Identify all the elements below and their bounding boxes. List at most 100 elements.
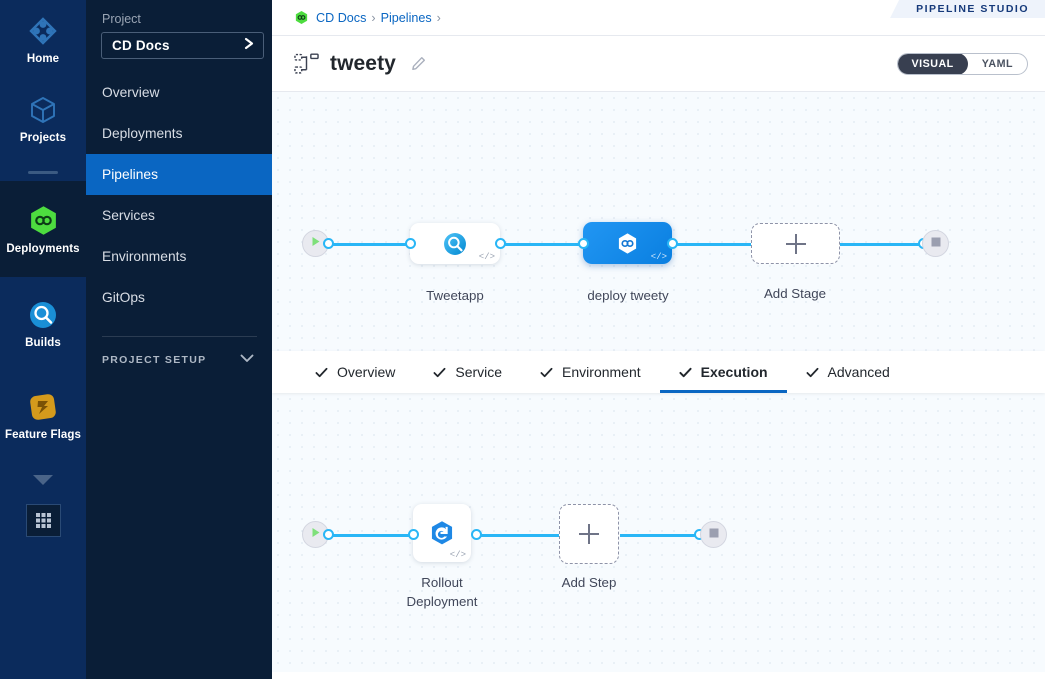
step-label-line2: Deployment [406, 593, 478, 609]
breadcrumb-separator: › [436, 10, 441, 25]
stage-node-tweetapp[interactable]: </> [410, 223, 500, 264]
tab-overview[interactable]: Overview [296, 351, 414, 393]
stage-code-badge: </> [650, 252, 667, 262]
edge-add-step-to-end [620, 534, 706, 537]
step-label-rollout-deployment: Rollout Deployment [382, 574, 502, 612]
pipeline-hierarchy-icon [294, 52, 319, 75]
rail-divider [28, 171, 58, 174]
tab-label: Execution [700, 364, 768, 380]
edge-tweetapp-to-deploy [500, 243, 588, 246]
sidebar-nav: Overview Deployments Pipelines Services … [86, 72, 272, 318]
tab-service[interactable]: Service [414, 351, 521, 393]
project-selector[interactable]: CD Docs [101, 32, 264, 59]
edge-deploy-to-add [670, 243, 752, 246]
rail-label-projects: Projects [19, 131, 67, 144]
add-stage-button[interactable] [751, 223, 840, 264]
check-icon [433, 366, 446, 379]
port-tweetapp-in [405, 238, 416, 249]
sidebar-item-label: GitOps [102, 290, 145, 305]
port-rollout-out [471, 529, 482, 540]
main-content: CD Docs › Pipelines › PIPELINE STUDIO tw… [272, 0, 1045, 679]
breadcrumb-separator: › [371, 10, 376, 25]
tab-label: Overview [337, 364, 396, 380]
breadcrumb-link-pipelines[interactable]: Pipelines [380, 10, 432, 25]
rail-item-feature-flags[interactable]: Feature Flags [0, 369, 86, 461]
add-step-label: Add Step [561, 575, 617, 590]
stage-label-tweetapp: Tweetapp [426, 288, 484, 303]
play-icon [309, 526, 322, 544]
project-setup-section[interactable]: PROJECT SETUP [86, 354, 272, 366]
port-exec-start-out [323, 529, 334, 540]
port-rollout-in [408, 529, 419, 540]
step-node-rollout-deployment[interactable]: </> [413, 504, 471, 562]
sidebar-divider [102, 336, 257, 337]
deployments-hexagon-icon [26, 204, 60, 238]
tab-label: Environment [562, 364, 641, 380]
port-deploy-out [667, 238, 678, 249]
toggle-option-yaml[interactable]: YAML [981, 57, 1013, 70]
port-tweetapp-out [495, 238, 506, 249]
project-sidebar: Project CD Docs Overview Deployments Pip… [86, 0, 272, 679]
plus-icon [579, 524, 599, 544]
rail-label-builds: Builds [25, 336, 61, 349]
chevron-right-icon [244, 37, 255, 55]
execution-end-node[interactable] [700, 521, 727, 548]
rail-item-builds[interactable]: Builds [0, 277, 86, 369]
rail-item-deployments[interactable]: Deployments [0, 181, 86, 277]
edge-add-to-end [840, 243, 930, 246]
check-icon [679, 366, 692, 379]
sidebar-item-label: Deployments [102, 126, 183, 141]
pipeline-end-node[interactable] [922, 230, 949, 257]
breadcrumb-link-cd-docs[interactable]: CD Docs [316, 10, 367, 25]
sidebar-item-pipelines[interactable]: Pipelines [86, 154, 272, 195]
breadcrumb: CD Docs › Pipelines › PIPELINE STUDIO [272, 0, 1045, 36]
sidebar-item-label: Services [102, 208, 155, 223]
edge-rollout-to-add-step [480, 534, 560, 537]
sidebar-item-overview[interactable]: Overview [86, 72, 272, 113]
feature-flags-icon [26, 390, 60, 424]
edge-start-to-rollout [310, 534, 420, 537]
tab-environment[interactable]: Environment [521, 351, 660, 393]
port-deploy-in [578, 238, 589, 249]
tab-label: Advanced [827, 364, 890, 380]
stage-code-badge: </> [478, 252, 495, 262]
sidebar-item-environments[interactable]: Environments [86, 236, 272, 277]
pipeline-title-bar: tweety VISUAL YAML [272, 36, 1045, 92]
kubernetes-rollout-icon [428, 519, 456, 547]
check-icon [540, 366, 553, 379]
rail-label-feature-flags: Feature Flags [4, 428, 82, 441]
play-icon [309, 235, 322, 253]
sidebar-item-label: Pipelines [102, 167, 158, 182]
port-start-out [323, 238, 334, 249]
pencil-icon[interactable] [411, 56, 426, 71]
stage-label-deploy-tweety: deploy tweety [587, 288, 669, 303]
project-name: CD Docs [112, 38, 170, 53]
sidebar-item-deployments[interactable]: Deployments [86, 113, 272, 154]
step-label-line1: Rollout [421, 575, 463, 590]
stage-tabs: Overview Service Environment Execution [272, 351, 1045, 393]
toggle-option-visual[interactable]: VISUAL [897, 53, 968, 74]
sidebar-item-gitops[interactable]: GitOps [86, 277, 272, 318]
execution-step-canvas[interactable]: </> Rollout Deployment Add Step [272, 393, 1045, 672]
stop-icon [708, 526, 720, 544]
rail-label-home: Home [26, 52, 60, 65]
tab-execution[interactable]: Execution [659, 351, 787, 393]
caret-down-icon[interactable] [31, 473, 55, 492]
sidebar-item-services[interactable]: Services [86, 195, 272, 236]
pipeline-studio-badge: PIPELINE STUDIO [890, 0, 1045, 18]
build-magnifier-icon [442, 231, 468, 257]
builds-magnifier-icon [26, 298, 60, 332]
check-icon [806, 366, 819, 379]
tab-advanced[interactable]: Advanced [787, 351, 909, 393]
rail-item-projects[interactable]: Projects [0, 72, 86, 164]
stage-node-deploy-tweety[interactable]: </> [583, 222, 672, 264]
page-title: tweety [330, 51, 396, 75]
add-step-button[interactable] [559, 504, 619, 564]
view-mode-toggle[interactable]: VISUAL YAML [896, 52, 1028, 75]
home-diamond-icon [26, 14, 60, 48]
stop-icon [930, 235, 942, 253]
app-grid-icon[interactable] [25, 504, 61, 537]
stage-canvas[interactable]: </> Tweetapp </> deploy tweet [272, 92, 1045, 351]
rail-item-home[interactable]: Home [0, 0, 86, 72]
